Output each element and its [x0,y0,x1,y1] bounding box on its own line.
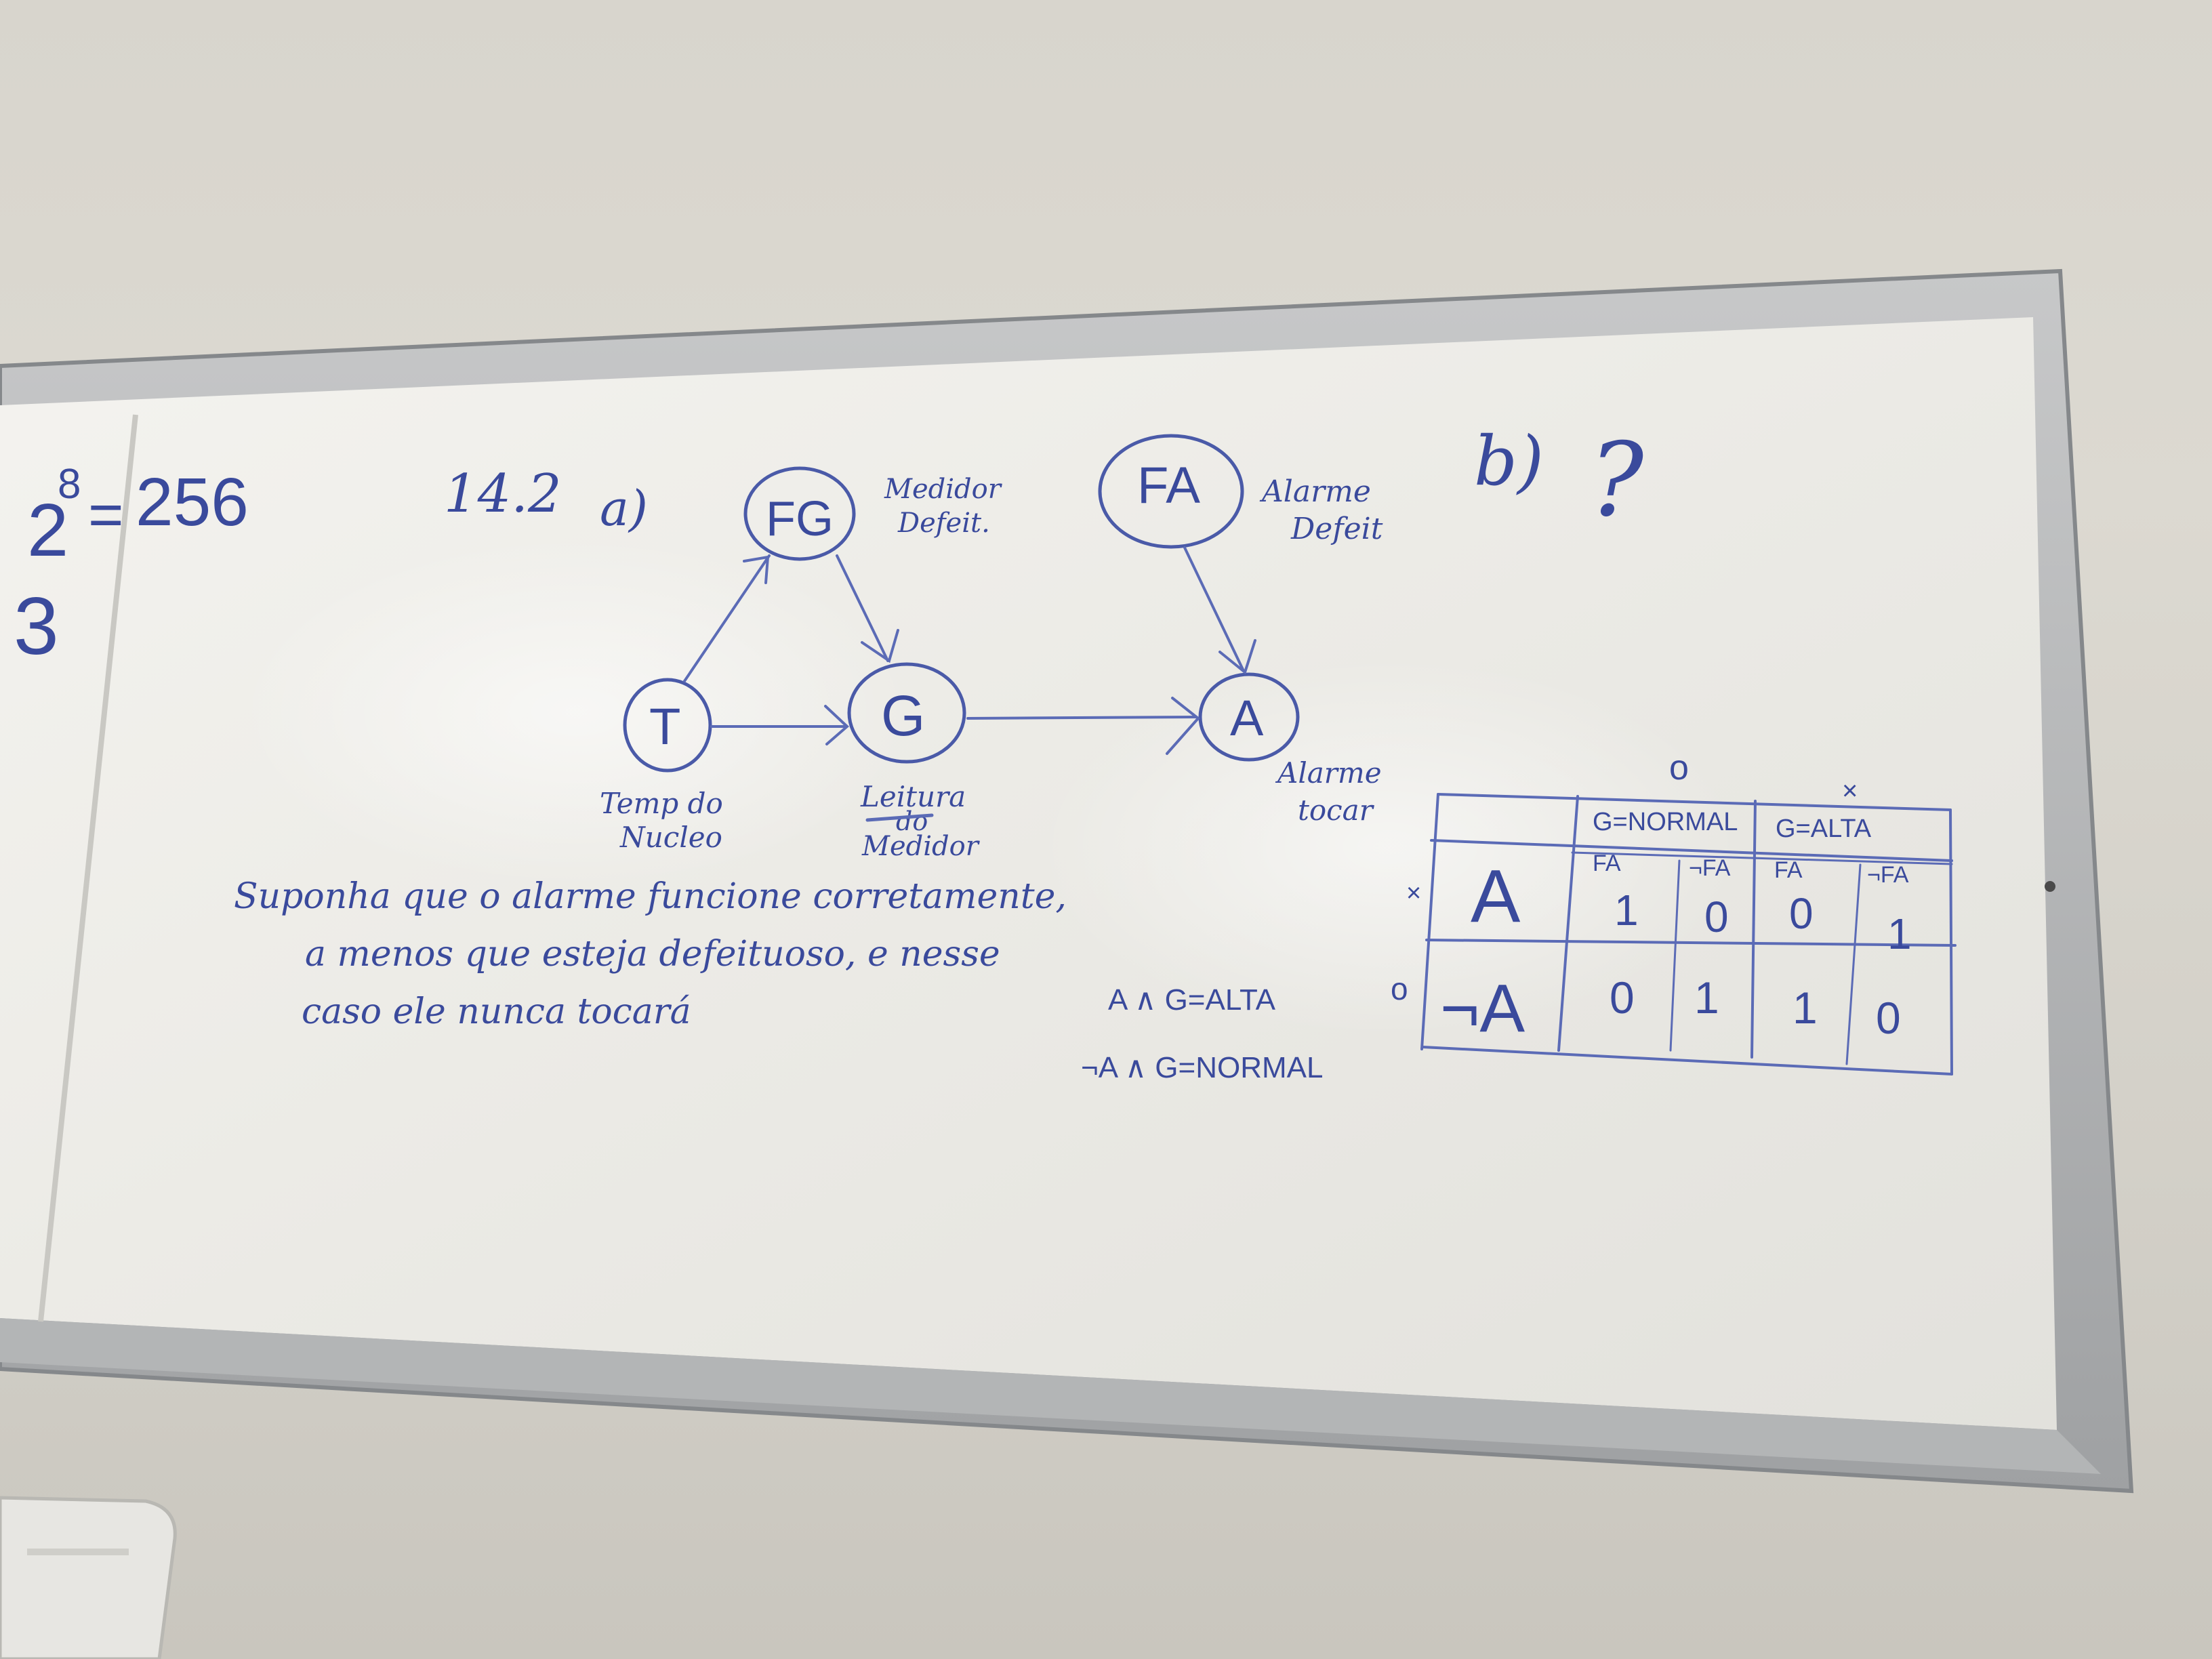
equals-sign: = [88,481,124,549]
part-b-question-mark: ? [1589,422,1645,539]
node-g-label-2: do [896,806,928,836]
node-a: A Alarme tocar [1198,672,1382,827]
node-g-label-strike [865,813,934,822]
node-t-label-2: Nucleo [619,821,722,854]
cpt-cell-a-2: 0 [1704,893,1729,941]
cpt-side-mark-top: × [1406,879,1421,907]
node-fa-label-1: Alarme [1259,474,1371,509]
exercise-number: 14.2 [444,464,562,525]
problem-statement: Suponha que o alarme funcione corretamen… [234,876,1067,1032]
statement-line-2: a menos que esteja defeituoso, e nesse [305,934,1000,975]
node-a-label-1: Alarme [1275,756,1382,790]
light-glare-2 [237,535,915,888]
expression-line-2: ¬A ∧ G=NORMAL [1081,1051,1323,1084]
cpt-cell-a-4: 1 [1887,909,1912,958]
node-fg-label-2: Defeit. [897,508,990,539]
node-a-symbol: A [1230,690,1264,746]
statement-line-3: caso ele nunca tocará [302,991,691,1032]
frame-screw [2045,881,2055,892]
cpt-side-mark-bottom: o [1391,971,1408,1006]
part-a-label: a) [600,480,648,537]
chair-back [0,1496,177,1659]
cpt-top-mark-left: o [1669,748,1689,787]
cpt-top-mark-right: × [1842,776,1858,806]
bayes-network-diagram: FG Medidor Defeit. FA Alarme Defeit T Te… [600,434,1383,862]
cpt-cell-not-a-3: 1 [1793,983,1818,1033]
node-g-label-3: Medidor [861,831,981,862]
node-t-label-1: Temp do [600,787,723,820]
cpt-sub-header-1: FA [1593,851,1621,876]
cpt-sub-header-2: ¬FA [1689,855,1731,881]
node-g: G Leitura do Medidor [847,662,981,862]
board-tray [0,1318,2101,1474]
cpt-cell-a-3: 0 [1789,889,1814,938]
node-fa: FA Alarme Defeit [1098,434,1383,549]
cpt-cell-a-1: 1 [1614,886,1639,935]
cpt-cell-not-a-4: 0 [1876,993,1901,1043]
board-surface [0,317,2057,1430]
edge-fa-to-a [1183,546,1256,675]
node-fg: FG Medidor Defeit. [743,466,1003,561]
left-number: 3 [14,581,59,672]
edge-fg-to-g [836,554,899,663]
cpt-cell-not-a-2: 1 [1694,972,1719,1023]
cpt-cell-not-a-1: 0 [1610,972,1635,1023]
cpt-sub-header-3: FA [1774,857,1803,883]
statement-line-1: Suponha que o alarme funcione corretamen… [234,876,1067,917]
cpt-grid [1420,793,1957,1076]
cpt-group-header-alta: G=ALTA [1776,815,1872,843]
left-edge-equation: 2 8 = 256 3 [14,461,249,672]
node-t-symbol: T [649,698,680,756]
node-g-label-1: Leitura [860,780,966,813]
node-fg-symbol: FG [766,492,834,546]
node-fg-label-1: Medidor [884,474,1003,505]
cpt-row-label-a: A [1471,855,1521,938]
node-g-symbol: G [881,684,925,747]
edge-t-to-fg [683,554,771,682]
edge-t-to-g [710,705,849,745]
node-a-label-2: tocar [1298,794,1375,827]
cpt-group-header-normal: G=NORMAL [1593,808,1738,836]
edge-g-to-a [966,697,1200,755]
logic-expressions: A ∧ G=ALTA ¬A ∧ G=NORMAL [1081,983,1323,1084]
expression-line-1: A ∧ G=ALTA [1108,983,1276,1017]
node-fa-label-2: Defeit [1290,512,1383,546]
power-base: 2 [27,489,68,572]
cpt-sub-header-4: ¬FA [1867,862,1909,888]
board-seam [38,414,138,1322]
node-t: T Temp do Nucleo [600,678,723,854]
power-exponent: 8 [58,461,81,508]
cpt-row-label-not-a: ¬A [1440,970,1525,1046]
power-result: 256 [136,464,249,540]
node-fa-symbol: FA [1137,457,1200,514]
cpt-table: o × × o G=NORMAL G=ALTA FA ¬FA FA ¬FA A … [1391,748,1957,1076]
part-b-label: b) [1474,422,1544,501]
